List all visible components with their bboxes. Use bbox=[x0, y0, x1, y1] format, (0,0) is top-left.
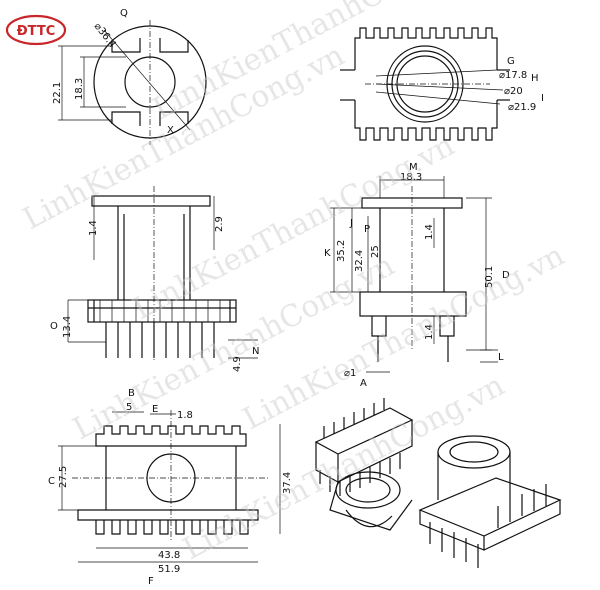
dim-1-8: 1.8 bbox=[177, 410, 193, 421]
label-o: O bbox=[50, 321, 58, 332]
dim-diameter-20: ⌀20 bbox=[504, 86, 523, 97]
dim-diameter-21-9: ⌀21.9 bbox=[508, 102, 536, 113]
dim-35-2: 35.2 bbox=[336, 240, 347, 262]
side-view: M 18.3 J P K 35.2 32.4 25 1.4 50.1 D 1.4… bbox=[324, 162, 510, 389]
dim-5: 5 bbox=[126, 402, 132, 413]
label-a: A bbox=[360, 378, 367, 389]
label-h: H bbox=[531, 73, 539, 84]
isometric-view-1 bbox=[314, 398, 414, 531]
front-view: 1.4 2.9 O 13.4 N 4.9 bbox=[50, 186, 259, 372]
logo: ĐTTC bbox=[5, 14, 67, 46]
dim-32-4: 32.4 bbox=[354, 250, 365, 272]
isometric-view-2 bbox=[418, 435, 562, 568]
label-f: F bbox=[148, 576, 154, 586]
top-right-view: G ⌀17.8 H ⌀20 I ⌀21.9 bbox=[340, 27, 544, 141]
dim-diameter-17-8: ⌀17.8 bbox=[499, 70, 527, 81]
bottom-view: B 5 1.8 E C 27.5 37.4 43.8 51.9 F bbox=[48, 388, 293, 587]
logo-text: ĐTTC bbox=[17, 24, 55, 39]
dim-18-3-side: 18.3 bbox=[400, 172, 422, 183]
label-d: D bbox=[502, 270, 510, 281]
label-n: N bbox=[252, 346, 259, 357]
label-e: E bbox=[152, 404, 158, 415]
dim-27-5: 27.5 bbox=[58, 466, 69, 488]
dim-diameter-1: ⌀1 bbox=[344, 368, 356, 379]
label-p: P bbox=[364, 224, 370, 235]
label-i: I bbox=[541, 93, 544, 104]
dim-4-9: 4.9 bbox=[232, 356, 243, 372]
watermark-6: LinhKienThanhCong.vn bbox=[177, 368, 510, 567]
label-m: M bbox=[409, 162, 418, 173]
dim-25: 25 bbox=[370, 245, 381, 258]
label-q: Q bbox=[120, 8, 128, 19]
dim-2-9: 2.9 bbox=[214, 216, 225, 232]
label-g: G bbox=[507, 56, 515, 67]
dim-22-1: 22.1 bbox=[52, 82, 63, 104]
dim-43-8: 43.8 bbox=[158, 550, 180, 561]
label-c: C bbox=[48, 476, 55, 487]
label-k: K bbox=[324, 248, 331, 259]
dim-1-4-side-bottom: 1.4 bbox=[424, 324, 435, 340]
dim-1-4: 1.4 bbox=[88, 220, 99, 236]
dim-1-4-side-top: 1.4 bbox=[424, 224, 435, 240]
dim-18-3: 18.3 bbox=[74, 78, 85, 100]
dim-37-4: 37.4 bbox=[282, 472, 293, 494]
label-j: J bbox=[349, 218, 353, 229]
dim-13-4: 13.4 bbox=[62, 316, 73, 338]
label-x: X bbox=[167, 125, 174, 136]
dim-50-1: 50.1 bbox=[484, 266, 495, 288]
label-l: L bbox=[498, 352, 504, 363]
dim-51-9: 51.9 bbox=[158, 564, 180, 575]
label-b: B bbox=[128, 388, 135, 399]
